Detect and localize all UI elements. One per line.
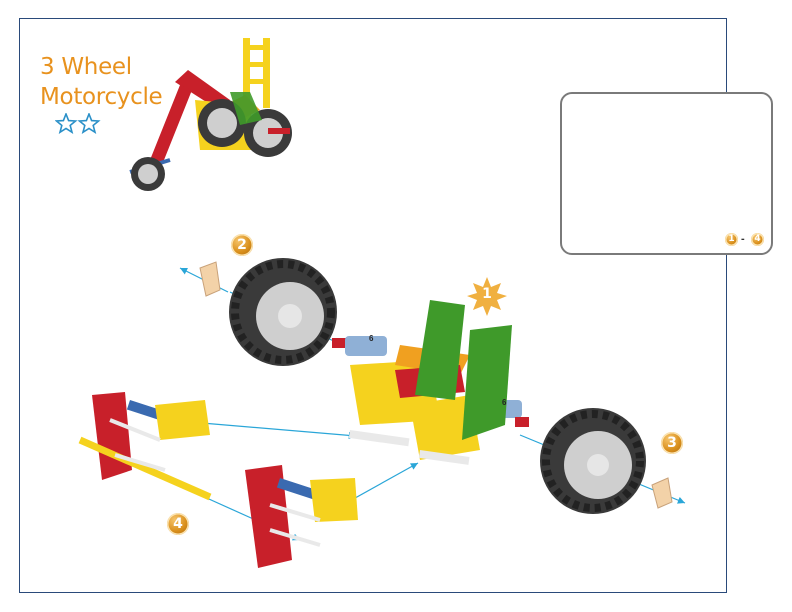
step-3-badge: 3: [661, 432, 683, 454]
left-subassembly: [78, 392, 212, 501]
hub-cap: [651, 477, 673, 509]
step-2-badge: 2: [231, 234, 253, 256]
title-line-1: 3 Wheel: [40, 54, 132, 80]
step-4-badge: 4: [167, 513, 189, 535]
inset-step-separator: -: [741, 233, 745, 245]
step-1-badge: 1: [482, 286, 492, 302]
inset-step-to-badge: 4: [751, 233, 764, 246]
spring-quantity-left: 6: [369, 334, 374, 343]
model-title: 3 Wheel Motorcycle: [40, 52, 163, 112]
motorcycle-preview: [129, 38, 292, 191]
page-frame: [19, 18, 727, 593]
left-wheel: [229, 258, 337, 366]
inset-step-from-badge: 1: [725, 233, 738, 246]
star-icon: [77, 113, 101, 135]
difficulty-stars: [55, 113, 101, 135]
starburst-icon: [467, 277, 507, 316]
right-wheel: [540, 408, 646, 514]
star-icon: [55, 113, 78, 135]
bottom-subassembly: [245, 465, 358, 568]
spring-left: [345, 336, 387, 356]
spring-quantity-right: 6: [502, 398, 507, 407]
hub-cap: [199, 261, 221, 297]
inset-panel: [560, 92, 773, 255]
title-line-2: Motorcycle: [40, 84, 163, 110]
center-frame: [348, 300, 512, 465]
